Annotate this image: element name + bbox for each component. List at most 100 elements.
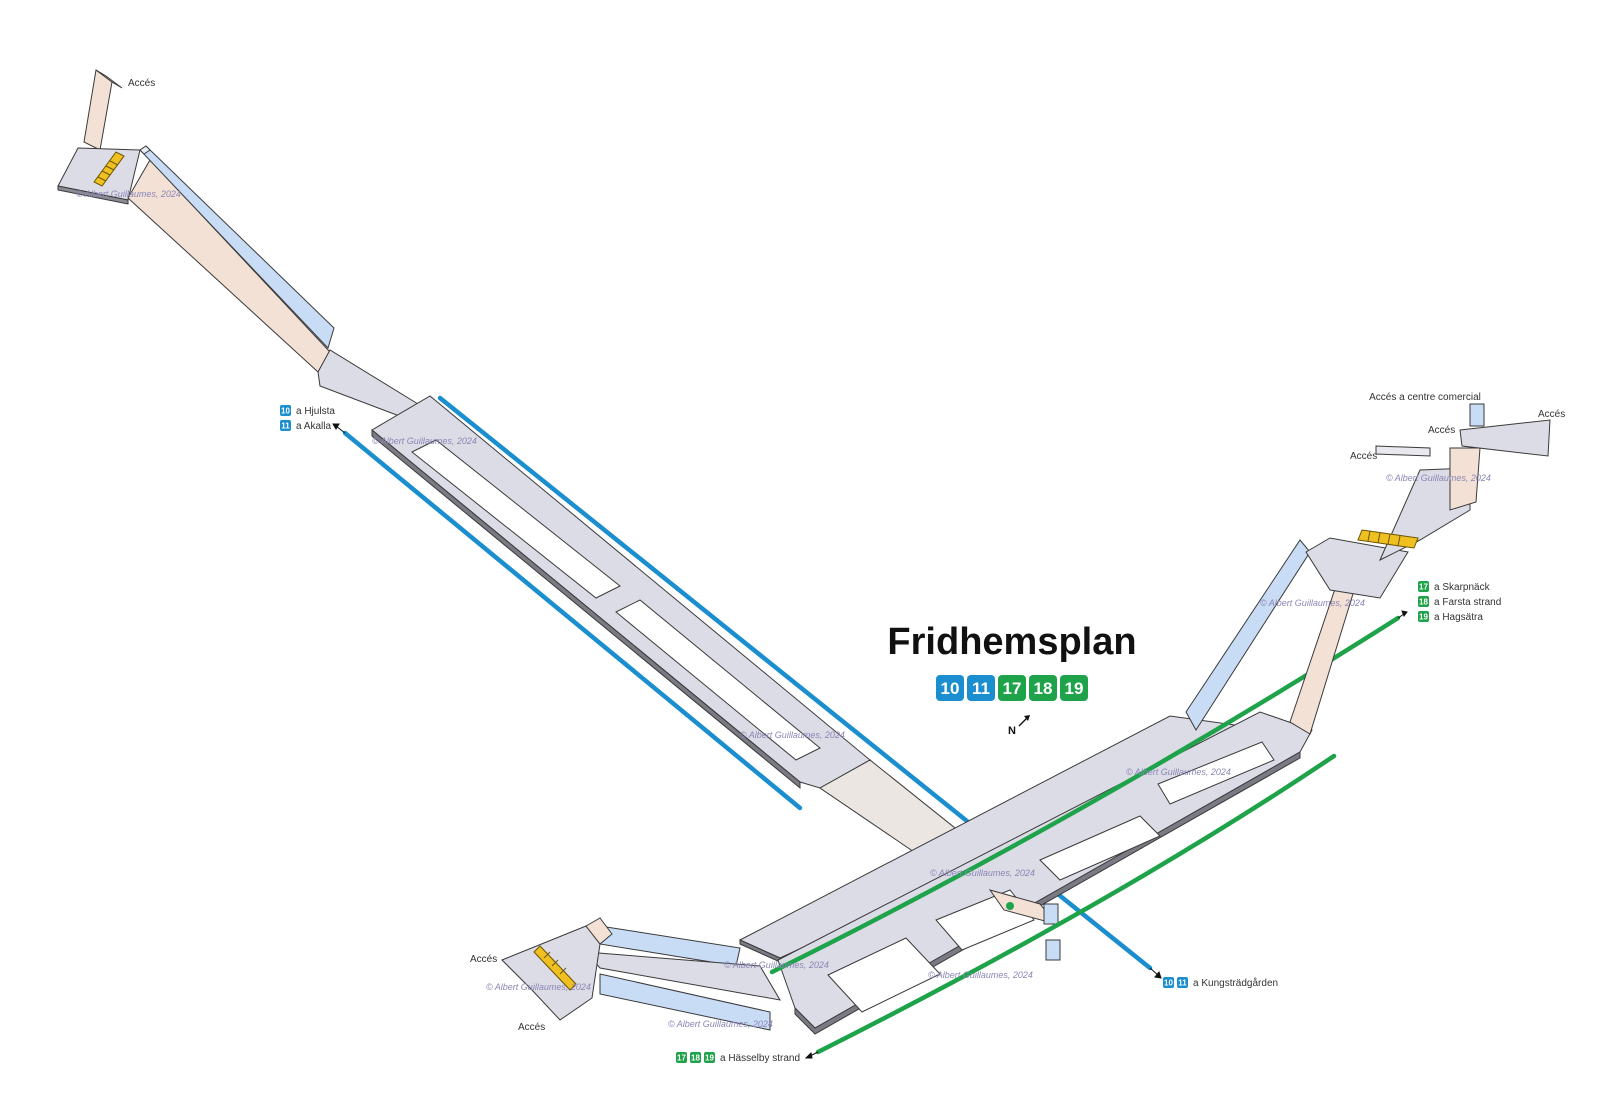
direction-label-hagsatra: a Hagsätra (1434, 612, 1483, 623)
direction-badge-17 (1418, 581, 1429, 592)
sw-glass-lower (599, 973, 771, 1031)
north-indicator: N (1008, 715, 1030, 737)
central-green-marker (1006, 902, 1014, 910)
watermarks: © Albert Guillaumes, 2024 © Albert Guill… (76, 189, 1491, 1029)
ne-glass-corridor (1185, 539, 1311, 731)
ne-stairs (1357, 529, 1419, 549)
nw-landing-edge (57, 185, 129, 205)
ne-elevator (1469, 403, 1485, 427)
direction-label-hasselby: a Hässelby strand (720, 1053, 800, 1064)
north-arrowhead-icon (1024, 715, 1030, 721)
line-badge-17 (998, 675, 1026, 701)
direction-badge-label: 17 (1419, 583, 1428, 592)
nw-shaft-wall (83, 69, 113, 151)
nw-glass-wall (139, 145, 335, 349)
ne-landing (1305, 537, 1409, 599)
direction-badge-19 (1418, 611, 1429, 622)
access-label-sw2: Accés (518, 1022, 545, 1033)
access-label-ne3: Accés (1350, 451, 1377, 462)
sw-access-floor (501, 925, 601, 1021)
sw-access-wall (585, 917, 613, 945)
station-line-badges: 10 11 17 18 19 (936, 675, 1088, 701)
direction-badge-10 (1163, 977, 1174, 988)
access-labels: Accés Accés a centre comercial Accés Acc… (128, 78, 1565, 1033)
watermark: © Albert Guillaumes, 2024 (1126, 767, 1231, 777)
line-badge-label: 11 (972, 679, 990, 698)
direction-badge-label: 18 (1419, 598, 1428, 607)
direction-badge-10 (280, 405, 291, 416)
line-badge-19 (1060, 675, 1088, 701)
ne-left-ramp (1375, 445, 1431, 457)
north-arrow-icon (1018, 717, 1028, 727)
access-label-ne2: Accés (1538, 409, 1565, 420)
central-void-4 (1157, 741, 1275, 805)
direction-label-hjulsta: a Hjulsta (296, 406, 335, 417)
line-badge-18 (1029, 675, 1057, 701)
central-elevator-lower (1045, 939, 1061, 961)
access-label-ne-mall: Accés a centre comercial (1369, 392, 1481, 403)
direction-badge-label: 11 (281, 422, 290, 431)
west-platform-void-2 (615, 599, 821, 761)
access-label-nw: Accés (128, 78, 155, 89)
central-elevator (1043, 903, 1059, 925)
watermark: © Albert Guillaumes, 2024 (486, 982, 591, 992)
sw-access (501, 917, 613, 1021)
nw-glass-wall-top (139, 145, 151, 155)
north-label: N (1008, 725, 1016, 737)
watermark: © Albert Guillaumes, 2024 (668, 1019, 773, 1029)
watermark: © Albert Guillaumes, 2024 (930, 868, 1035, 878)
line-badge-label: 17 (1003, 679, 1022, 698)
west-platform-edge (371, 428, 801, 790)
nw-shaft-top (95, 69, 123, 89)
line-badge-label: 19 (1065, 679, 1084, 698)
watermark: © Albert Guillaumes, 2024 (740, 730, 845, 740)
line-badge-label: 10 (941, 679, 960, 698)
watermark: © Albert Guillaumes, 2024 (76, 189, 181, 199)
direction-badge-19 (704, 1052, 715, 1063)
green-platform-edge (794, 751, 1301, 1035)
watermark: © Albert Guillaumes, 2024 (928, 970, 1033, 980)
access-label-ne1: Accés (1428, 425, 1455, 436)
direction-badge-label: 19 (705, 1054, 714, 1063)
sw-stairs (533, 945, 577, 991)
direction-badge-17 (676, 1052, 687, 1063)
access-label-sw1: Accés (470, 954, 497, 965)
direction-label-akalla: a Akalla (296, 421, 331, 432)
blue-track-lower (342, 430, 803, 811)
west-platform (371, 395, 961, 857)
line-badge-11 (967, 675, 995, 701)
central-void-1 (827, 937, 941, 1013)
direction-badge-label: 18 (691, 1054, 700, 1063)
direction-legends: 10 a Hjulsta 11 a Akalla 17 a Skarpnäck 18 a Fa… (280, 405, 1501, 1064)
direction-badge-18 (690, 1052, 701, 1063)
line-badge-label: 18 (1034, 679, 1053, 698)
direction-badge-11 (280, 420, 291, 431)
ne-access (1185, 403, 1551, 735)
direction-badge-label: 11 (1178, 979, 1187, 988)
watermark: © Albert Guillaumes, 2024 (724, 960, 829, 970)
nw-stairs (93, 151, 125, 187)
direction-label-farsta: a Farsta strand (1434, 597, 1501, 608)
ne-mall-corridor (1459, 419, 1551, 457)
station-title: Fridhemsplan (887, 621, 1136, 663)
ne-upper-wall (1449, 447, 1481, 511)
line-badge-10 (936, 675, 964, 701)
direction-badge-label: 17 (677, 1054, 686, 1063)
west-platform-void-1 (411, 439, 621, 599)
direction-badge-11 (1177, 977, 1188, 988)
direction-arrows (332, 423, 1408, 1059)
direction-label-kungstradgarden: a Kungsträdgården (1193, 977, 1278, 989)
direction-badge-label: 10 (281, 407, 290, 416)
central-void-3 (1039, 815, 1161, 881)
nw-access-corridor (57, 69, 419, 421)
central-hall (584, 711, 1313, 1035)
direction-badge-label: 10 (1164, 979, 1173, 988)
green-track-lower (815, 753, 1337, 1055)
direction-badge-18 (1418, 596, 1429, 607)
direction-badge-label: 19 (1419, 613, 1428, 622)
watermark: © Albert Guillaumes, 2024 (372, 436, 477, 446)
watermark: © Albert Guillaumes, 2024 (1386, 473, 1491, 483)
watermark: © Albert Guillaumes, 2024 (1260, 598, 1365, 608)
direction-label-skarpnack: a Skarpnäck (1434, 582, 1491, 593)
